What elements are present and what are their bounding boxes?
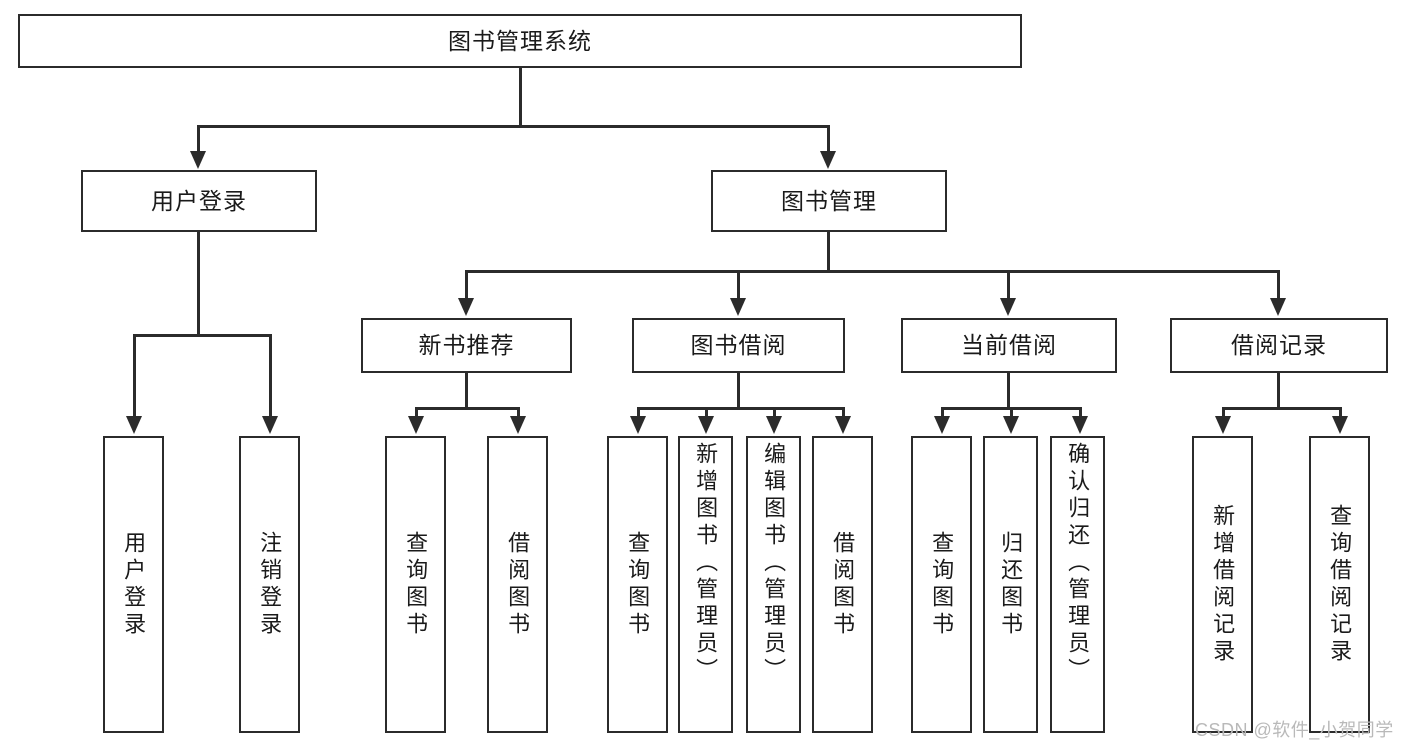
connector-root-stem [519,68,522,125]
leaf-add-book-admin[interactable]: 新增图书（管理员） [678,436,733,733]
leaf-borrow-book-recommend[interactable]: 借阅图书 [487,436,548,733]
leaf-label: 查询图书 [403,530,429,639]
arrow-book-mgmt-to-l3-1 [458,298,474,316]
connector-current-borrow-to-leaf-3 [1079,407,1082,418]
leaf-query-book-borrow[interactable]: 查询图书 [607,436,668,733]
arrow-root-to-book-mgmt [820,151,836,169]
node-new-book-recommend[interactable]: 新书推荐 [361,318,572,373]
node-book-management[interactable]: 图书管理 [711,170,947,232]
leaf-label: 新增借阅记录 [1210,503,1236,666]
node-book-borrow[interactable]: 图书借阅 [632,318,845,373]
node-borrow-record[interactable]: 借阅记录 [1170,318,1388,373]
node-current-borrow[interactable]: 当前借阅 [901,318,1117,373]
leaf-query-borrow-record[interactable]: 查询借阅记录 [1309,436,1370,733]
connector-book-borrow-to-leaf-2 [705,407,708,418]
connector-book-borrow-bar [637,407,842,410]
connector-root-bar [197,125,829,128]
connector-current-borrow-stem [1007,373,1010,407]
node-root-system[interactable]: 图书管理系统 [18,14,1022,68]
leaf-label: 查询图书 [625,530,651,639]
arrow-borrow-record-to-leaf-1 [1215,416,1231,434]
node-label: 新书推荐 [418,332,515,359]
arrow-current-borrow-to-leaf-2 [1003,416,1019,434]
leaf-borrow-book[interactable]: 借阅图书 [812,436,873,733]
connector-book-mgmt-to-l3-3 [1007,270,1010,300]
connector-user-login-to-leaf-2 [269,334,272,418]
connector-user-login-bar [133,334,269,337]
node-label: 图书管理 [781,187,877,214]
leaf-label: 借阅图书 [830,530,856,639]
connector-current-borrow-to-leaf-1 [941,407,944,418]
leaf-label: 查询借阅记录 [1327,503,1353,666]
leaf-label: 归还图书 [998,530,1024,639]
connector-book-mgmt-to-l3-1 [465,270,468,300]
connector-borrow-record-to-leaf-2 [1339,407,1342,418]
connector-new-book-to-leaf-2 [517,407,520,418]
connector-book-mgmt-to-l3-4 [1277,270,1280,300]
leaf-query-book-current[interactable]: 查询图书 [911,436,972,733]
node-label: 图书借阅 [690,332,787,359]
arrow-book-borrow-to-leaf-4 [835,416,851,434]
arrow-current-borrow-to-leaf-1 [934,416,950,434]
connector-new-book-stem [465,373,468,407]
connector-book-mgmt-bar [465,270,1280,273]
connector-root-to-user-login [197,125,200,153]
connector-new-book-to-leaf-1 [415,407,418,418]
node-user-login[interactable]: 用户登录 [81,170,317,232]
leaf-edit-book-admin[interactable]: 编辑图书（管理员） [746,436,801,733]
node-label: 用户登录 [151,187,247,214]
leaf-label: 注销登录 [257,530,283,639]
connector-user-login-to-leaf-1 [133,334,136,418]
leaf-label: 借阅图书 [505,530,531,639]
connector-book-borrow-to-leaf-4 [842,407,845,418]
arrow-book-borrow-to-leaf-1 [630,416,646,434]
connector-book-borrow-to-leaf-1 [637,407,640,418]
connector-root-to-book-mgmt [827,125,830,153]
leaf-add-borrow-record[interactable]: 新增借阅记录 [1192,436,1253,733]
arrow-book-borrow-to-leaf-2 [698,416,714,434]
node-label: 当前借阅 [961,332,1057,359]
connector-borrow-record-stem [1277,373,1280,407]
arrow-book-mgmt-to-l3-4 [1270,298,1286,316]
leaf-query-book-recommend[interactable]: 查询图书 [385,436,446,733]
arrow-root-to-user-login [190,151,206,169]
connector-book-borrow-to-leaf-3 [773,407,776,418]
connector-current-borrow-to-leaf-2 [1010,407,1013,418]
node-label: 借阅记录 [1231,332,1327,359]
arrow-book-mgmt-to-l3-3 [1000,298,1016,316]
leaf-label: 查询图书 [929,530,955,639]
connector-new-book-bar [415,407,517,410]
watermark-csdn: CSDN @软件_小贺同学 [1195,720,1394,740]
arrow-new-book-to-leaf-2 [510,416,526,434]
arrow-new-book-to-leaf-1 [408,416,424,434]
arrow-user-login-to-leaf-1 [126,416,142,434]
arrow-book-borrow-to-leaf-3 [766,416,782,434]
connector-user-login-stem [197,232,200,334]
arrow-user-login-to-leaf-2 [262,416,278,434]
leaf-label: 编辑图书（管理员） [761,442,787,685]
connector-book-mgmt-to-l3-2 [737,270,740,300]
leaf-user-login[interactable]: 用户登录 [103,436,164,733]
arrow-current-borrow-to-leaf-3 [1072,416,1088,434]
leaf-label: 用户登录 [121,530,147,639]
connector-book-mgmt-stem [827,232,830,270]
connector-borrow-record-bar [1222,407,1339,410]
leaf-confirm-return-admin[interactable]: 确认归还（管理员） [1050,436,1105,733]
leaf-label: 新增图书（管理员） [693,442,719,685]
leaf-return-book[interactable]: 归还图书 [983,436,1038,733]
arrow-borrow-record-to-leaf-2 [1332,416,1348,434]
leaf-user-logout[interactable]: 注销登录 [239,436,300,733]
node-label: 图书管理系统 [448,27,592,54]
connector-borrow-record-to-leaf-1 [1222,407,1225,418]
connector-book-borrow-stem [737,373,740,407]
leaf-label: 确认归还（管理员） [1065,442,1091,685]
arrow-book-mgmt-to-l3-2 [730,298,746,316]
